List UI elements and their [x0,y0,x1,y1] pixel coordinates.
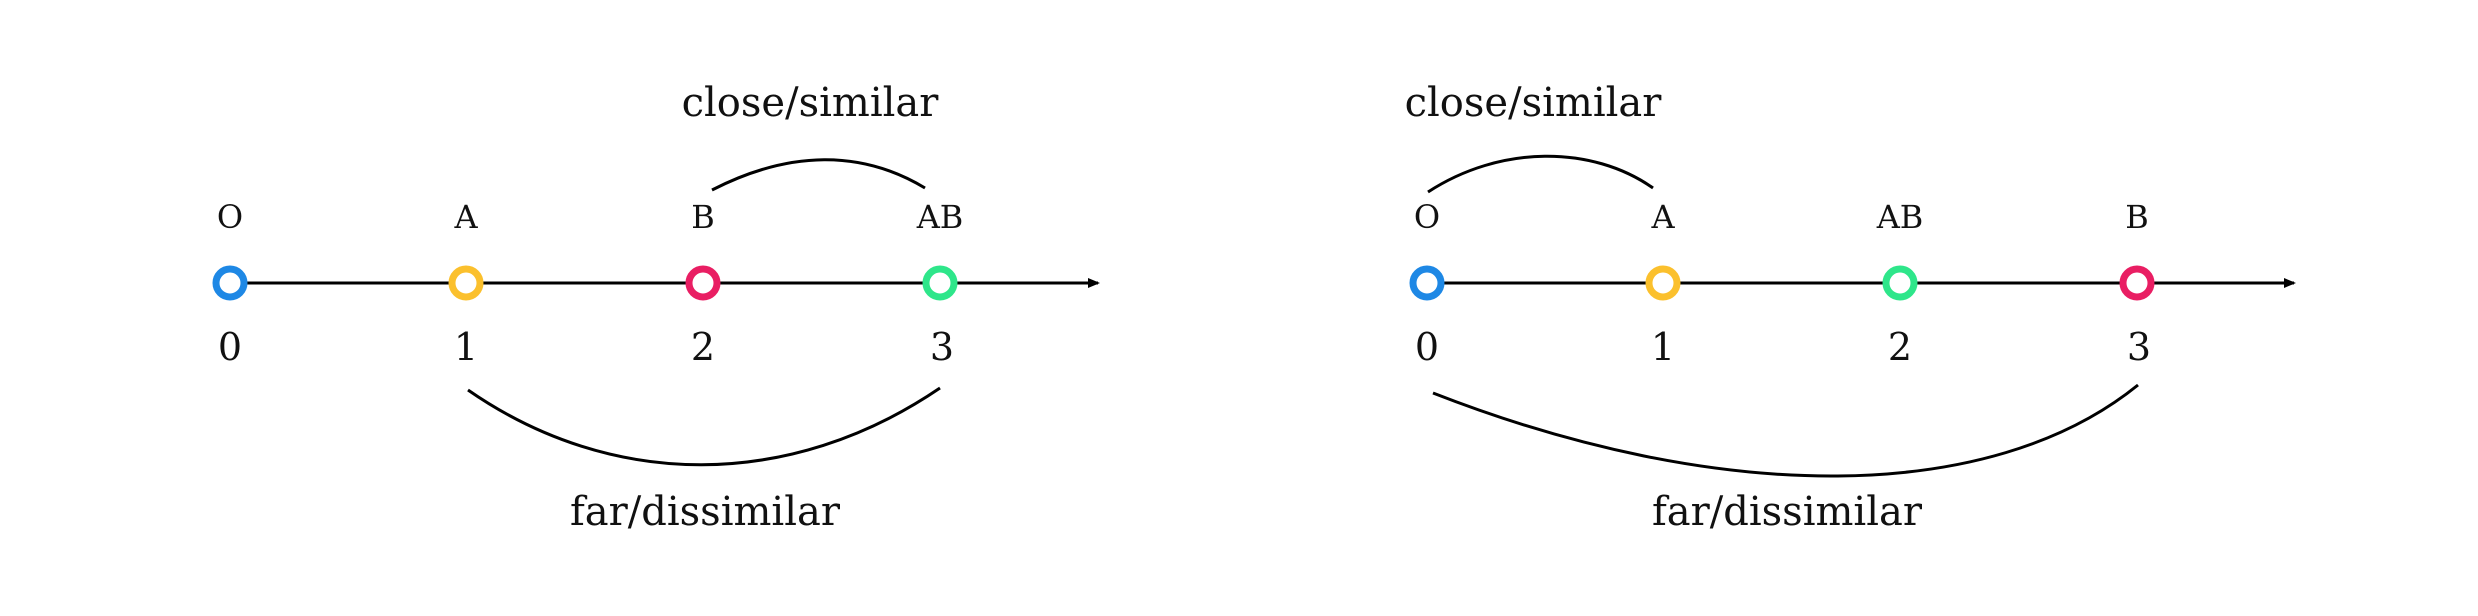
tick-label: 1 [1651,325,1675,369]
far-dissimilar-label: far/dissimilar [1652,489,1923,535]
node-marker-b [685,265,721,301]
far-dissimilar-arc [467,386,941,467]
node-label: AB [1876,198,1924,236]
node-marker-ab [1882,265,1918,301]
close-similar-arc [711,158,926,192]
node-label: A [453,198,478,236]
tick-label: 3 [930,325,954,369]
left-panel: close/similar far/dissimilar O 0 A 1 B 2… [212,80,1100,535]
tick-label: 2 [691,325,715,369]
close-similar-label: close/similar [682,80,940,126]
node-label: O [1414,198,1440,236]
node-label: B [691,198,715,236]
node-marker-ab [922,265,958,301]
tick-label: 0 [218,325,242,369]
node-label: O [217,198,243,236]
node-marker-b [2119,265,2155,301]
close-similar-arc [1427,154,1654,194]
node-label: A [1650,198,1675,236]
tick-label: 1 [454,325,478,369]
node-marker-a [448,265,484,301]
close-similar-label: close/similar [1405,80,1663,126]
node-label: AB [916,198,964,236]
node-marker-o [212,265,248,301]
tick-label: 3 [2127,325,2151,369]
tick-label: 2 [1888,325,1912,369]
far-dissimilar-arc [1432,383,2139,478]
tick-label: 0 [1415,325,1439,369]
node-label: B [2125,198,2149,236]
node-marker-o [1409,265,1445,301]
right-panel: close/similar far/dissimilar O 0 A 1 AB … [1405,80,2296,535]
node-marker-a [1645,265,1681,301]
far-dissimilar-label: far/dissimilar [570,489,841,535]
